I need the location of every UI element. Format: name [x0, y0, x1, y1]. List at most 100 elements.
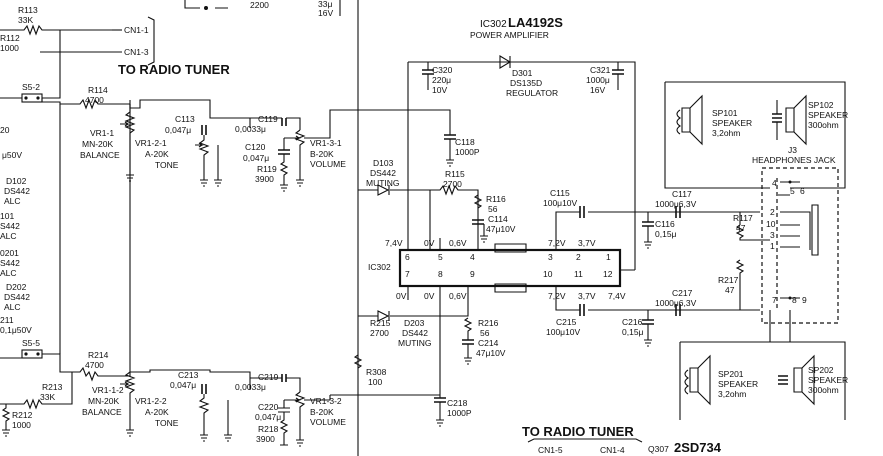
vr1-3-2-wiper [284, 395, 331, 403]
c117-cap [675, 206, 681, 218]
vr1-3-1-resistor [294, 129, 306, 180]
left-partial: 211 [0, 315, 14, 325]
c116-value: 0,15μ [655, 229, 677, 239]
d103-value: DS442 [370, 168, 396, 178]
sp202-ref: SP202 [808, 365, 834, 375]
r308-value: 100 [368, 377, 382, 387]
c320-value: 220μ [432, 75, 451, 85]
ic-part-title: LA4192S [508, 15, 563, 30]
left-partial: S442 [0, 258, 20, 268]
c115-cap [579, 206, 585, 218]
ic-bottom-volt: 0,6V [449, 291, 467, 301]
r112-value: 1000 [0, 43, 19, 53]
c116-wire [644, 212, 652, 249]
d203-diode [377, 310, 390, 322]
left-partial: ALC [4, 196, 21, 206]
vr1-1-2-value: MN-20K [88, 396, 120, 406]
d203-ref: D203 [404, 318, 425, 328]
c220-ref: C220 [258, 402, 279, 412]
c320-ref: C320 [432, 65, 453, 75]
r113-value: 33K [18, 15, 33, 25]
r116-ref: R116 [486, 194, 506, 204]
ic302-label: IC302 [368, 262, 391, 272]
s5-5-label: S5-5 [22, 338, 40, 348]
d103-ref: D103 [373, 158, 394, 168]
ic-bottom-pin: 9 [470, 269, 475, 279]
ic302-pin-leads [407, 238, 760, 311]
vr1-3-2-value: B-20K [310, 407, 334, 417]
sp201-speaker [689, 354, 711, 406]
sp101-coil [676, 109, 681, 135]
ic-bottom-pin: 10 [543, 269, 553, 279]
r115-resistor [430, 184, 479, 250]
q307-part: 2SD734 [674, 440, 722, 455]
vr1-3-1-ref: VR1-3-1 [310, 138, 342, 148]
r113-ref: R113 [18, 5, 38, 15]
r116-value: 56 [488, 204, 498, 214]
s5-5-dot-a [24, 352, 28, 356]
supply-top-wire [408, 61, 636, 270]
r215-ref: R215 [370, 318, 391, 328]
r212-value: 1000 [12, 420, 31, 430]
left-partial: S442 [0, 221, 20, 231]
ic-bottom-pin: 7 [405, 269, 410, 279]
c218-cap [434, 397, 446, 403]
ic302-top-pins: 6 5 4 3 2 1 [405, 252, 611, 262]
c213-cap [201, 384, 207, 394]
c215-ref: C215 [556, 317, 577, 327]
ic-top-volt: 0V [424, 238, 435, 248]
r213-value: 33K [40, 392, 55, 402]
vr1-2-1-ground [200, 145, 222, 187]
c119-ref: C119 [258, 114, 278, 124]
c216-value: 0,15μ [622, 327, 644, 337]
c320-volt: 10V [432, 85, 447, 95]
ic302-bottom-pins: 7 8 9 10 11 12 [405, 269, 613, 279]
j3-contacts [778, 181, 819, 299]
left-partial: 0201 [0, 248, 19, 258]
c216-ref: C216 [622, 317, 643, 327]
c114-ground [480, 224, 488, 243]
ic302-bottom-volts: 0V 0V 0,6V 7,2V 3,7V 7,4V [396, 291, 626, 301]
vr1-1-2-resistor [124, 371, 136, 437]
left-partial: ALC [0, 268, 17, 278]
c217-ref: C217 [672, 288, 693, 298]
vr1-3-1-ground [296, 179, 304, 187]
r308-ref: R308 [366, 367, 387, 377]
ic302-top-volts: 7,4V 0V 0,6V 7,2V 3,7V [385, 238, 596, 248]
j3-pin-1: 1 [770, 241, 775, 251]
r215-value: 2700 [370, 328, 389, 338]
cn1-1-label: CN1-1 [124, 25, 149, 35]
cn1-4-label: CN1-4 [600, 445, 625, 455]
s5-2-wire [0, 52, 130, 110]
c216-wire [644, 310, 652, 347]
c218-ref: C218 [447, 398, 468, 408]
ic-bottom-volt: 3,7V [578, 291, 596, 301]
q307-ref: Q307 [648, 444, 669, 454]
c213-wire [130, 369, 251, 390]
top-dot [204, 6, 208, 10]
left-partial: 0,1μ50V [0, 325, 32, 335]
d103-diode [377, 184, 390, 196]
d301-value: DS135D [510, 78, 542, 88]
left-partial: 101 [0, 211, 14, 221]
top-value-16v: 16V [318, 8, 333, 18]
s5-5-wire [0, 100, 131, 382]
c214-cap [462, 339, 474, 345]
sp102-ref: SP102 [808, 100, 834, 110]
sp201-type: SPEAKER [718, 379, 758, 389]
c118-ref: C118 [455, 137, 475, 147]
c116-cap [642, 221, 654, 227]
ic-top-pin: 4 [470, 252, 475, 262]
vr1-3-2-ref: VR1-3-2 [310, 396, 342, 406]
j3-pin-5: 5 [790, 186, 795, 196]
ic-top-volt: 7,2V [548, 238, 566, 248]
top-value-33u: 33μ [318, 0, 332, 9]
r216-resistor [463, 317, 473, 340]
c119-wire [250, 117, 301, 130]
vr1-3-1-wiper [284, 135, 301, 141]
ic-bottom-pin: 8 [438, 269, 443, 279]
c215-value: 100μ10V [546, 327, 581, 337]
sp101-speaker [681, 94, 703, 146]
left-partial: D202 [6, 282, 27, 292]
c120-ref: C120 [245, 142, 266, 152]
